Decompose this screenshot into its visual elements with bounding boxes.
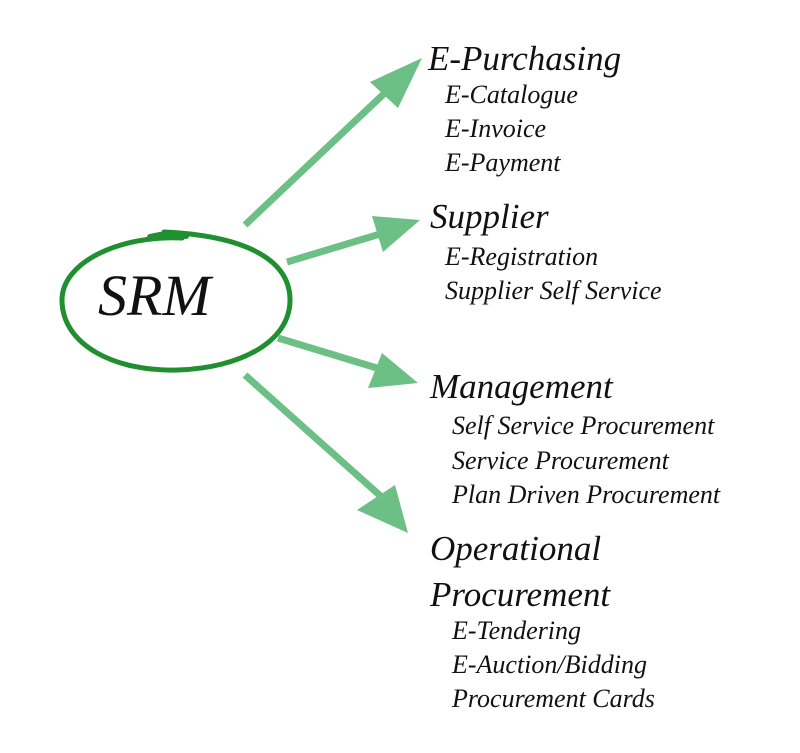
branch-item: E-Tendering [452,616,582,645]
branch-item: E-Auction/Bidding [452,650,647,679]
branch-item: Supplier Self Service [445,276,662,305]
arrow-to-e-purchasing [242,58,422,228]
branch-item: Plan Driven Procurement [452,480,721,509]
branch-title-supplier: Supplier [430,197,549,236]
branch-title-management: Management [430,367,613,406]
branch-item: E-Registration [445,242,599,271]
center-label: SRM [98,263,211,328]
branch-item: E-Payment [445,148,561,177]
srm-ellipse-stroke-tail [147,230,189,240]
branch-item: E-Invoice [445,114,547,143]
branch-item: E-Catalogue [445,80,578,109]
srm-ellipse [59,229,293,373]
branch-item: Service Procurement [452,446,669,475]
branch-title-e-purchasing: E-Purchasing [428,39,622,78]
branch-item: Procurement Cards [452,684,655,713]
arrow-to-supplier [285,216,420,266]
arrow-to-management [276,334,418,388]
branch-title-procurement: Procurement [430,575,611,614]
branch-title-operational: Operational [430,529,602,568]
branch-item: Self Service Procurement [452,411,715,440]
arrows [242,58,422,533]
arrow-to-operational-procurement [242,372,408,533]
